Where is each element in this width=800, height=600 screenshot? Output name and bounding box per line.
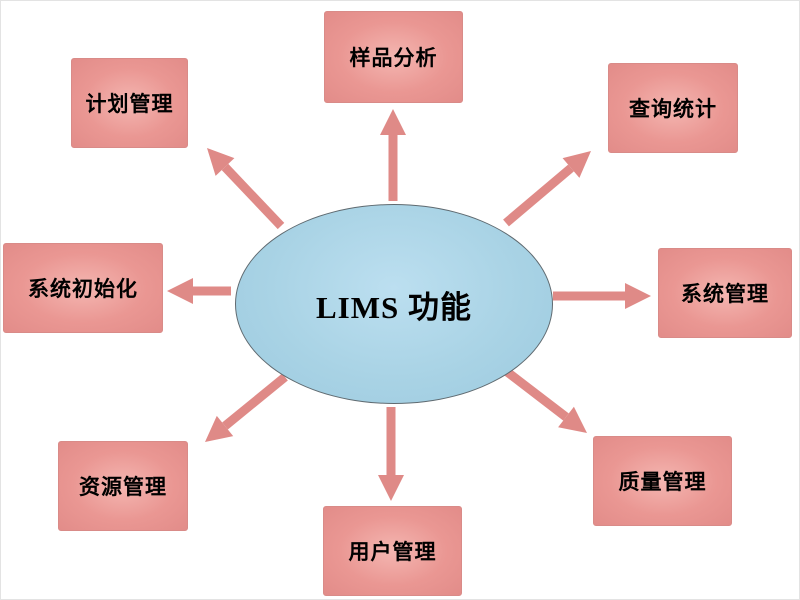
arrow-left bbox=[167, 278, 231, 304]
center-node-label: LIMS 功能 bbox=[316, 289, 472, 325]
arrow-bottom bbox=[378, 407, 404, 501]
node-system-management: 系统管理 bbox=[658, 248, 792, 338]
arrow-top-right bbox=[503, 151, 591, 227]
node-resource-management: 资源管理 bbox=[58, 441, 188, 531]
node-system-initialization: 系统初始化 bbox=[3, 243, 163, 333]
node-plan-management: 计划管理 bbox=[71, 58, 188, 148]
node-query-statistics: 查询统计 bbox=[608, 63, 738, 153]
node-label-query-statistics: 查询统计 bbox=[629, 98, 717, 121]
arrow-bottom-right bbox=[503, 367, 587, 433]
center-node-lims: LIMS 功能 bbox=[235, 204, 553, 404]
arrow-top bbox=[380, 109, 406, 201]
node-label-sample-analysis: 样品分析 bbox=[349, 47, 438, 70]
node-label-system-management: 系统管理 bbox=[681, 283, 769, 306]
node-label-resource-management: 资源管理 bbox=[79, 476, 167, 499]
node-user-management: 用户管理 bbox=[323, 506, 462, 596]
arrow-bottom-left bbox=[205, 373, 288, 442]
node-quality-management: 质量管理 bbox=[593, 436, 732, 526]
node-sample-analysis: 样品分析 bbox=[324, 11, 463, 103]
node-label-user-management: 用户管理 bbox=[348, 541, 437, 564]
node-label-plan-management: 计划管理 bbox=[85, 93, 174, 116]
node-label-system-initialization: 系统初始化 bbox=[28, 278, 138, 301]
arrow-top-left bbox=[207, 148, 285, 230]
arrow-right bbox=[553, 283, 651, 309]
node-label-quality-management: 质量管理 bbox=[618, 471, 707, 494]
